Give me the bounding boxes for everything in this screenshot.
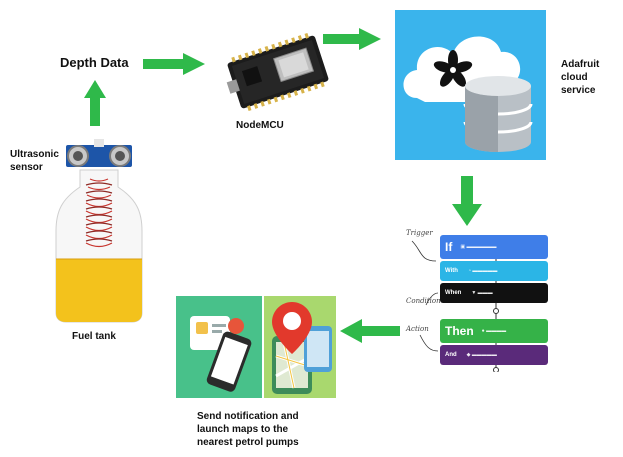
applet-when-row: When ▼ ▬▬▬ bbox=[440, 283, 548, 303]
adafruit-label-line2: cloud service bbox=[561, 72, 596, 96]
adafruit-label: Adafruit cloud service bbox=[561, 58, 623, 97]
hand-note-trigger: Trigger bbox=[406, 229, 433, 237]
nodemcu-label: NodeMCU bbox=[236, 120, 284, 131]
notification-label-line2: launch maps to the bbox=[197, 424, 289, 435]
arrow-to-cloud bbox=[323, 28, 381, 50]
notification-label: Send notification and launch maps to the… bbox=[197, 410, 299, 449]
applet-panel: Trigger Condition Action If ▣ ▬▬▬▬▬▬ Wit… bbox=[400, 227, 550, 372]
and-label: And bbox=[445, 352, 457, 358]
notification-label-line3: nearest petrol pumps bbox=[197, 437, 299, 448]
arrow-left-to-notification bbox=[340, 319, 400, 343]
fuel-tank-illustration bbox=[55, 139, 143, 323]
arrow-down-to-applet bbox=[452, 176, 482, 226]
arrow-up-to-depth bbox=[84, 80, 106, 126]
when-label: When bbox=[445, 290, 462, 296]
fuel-tank-label: Fuel tank bbox=[72, 331, 116, 342]
with-row-icon: ◔ ▬▬▬▬▬ bbox=[467, 268, 498, 274]
hand-note-condition: Condition bbox=[406, 297, 441, 305]
applet-then-row: Then ● ▬▬▬▬ bbox=[440, 319, 548, 343]
applet-if-row: If ▣ ▬▬▬▬▬▬ bbox=[440, 235, 548, 259]
then-row-icon: ● ▬▬▬▬ bbox=[481, 328, 507, 334]
notification-label-line1: Send notification and bbox=[197, 411, 299, 422]
hand-note-action: Action bbox=[406, 325, 429, 333]
if-label: If bbox=[445, 240, 453, 254]
applet-and-row: And ◆ ▬▬▬▬▬ bbox=[440, 345, 548, 365]
when-row-icon: ▼ ▬▬▬ bbox=[471, 290, 493, 296]
adafruit-star-icon bbox=[433, 50, 473, 87]
adafruit-cloud-panel bbox=[395, 10, 546, 160]
ultrasonic-label-line2: sensor bbox=[10, 162, 43, 173]
nodemcu-board-icon bbox=[226, 33, 329, 111]
database-icon bbox=[463, 76, 533, 152]
map-pin-icon bbox=[272, 302, 312, 354]
smartphone-notification-icon bbox=[190, 316, 252, 392]
arrow-to-nodemcu bbox=[143, 53, 205, 75]
ultrasonic-label-line1: Ultrasonic bbox=[10, 149, 59, 160]
map-phone-icon bbox=[272, 326, 332, 394]
ultrasonic-label: Ultrasonic sensor bbox=[10, 148, 59, 174]
applet-with-row: With ◔ ▬▬▬▬▬ bbox=[440, 261, 548, 281]
then-label: Then bbox=[445, 324, 474, 338]
depth-data-label: Depth Data bbox=[60, 55, 129, 70]
maps-panel bbox=[264, 296, 336, 398]
adafruit-label-line1: Adafruit bbox=[561, 59, 600, 70]
notification-panel bbox=[176, 296, 262, 398]
and-row-icon: ◆ ▬▬▬▬▬ bbox=[466, 352, 497, 358]
if-row-icon: ▣ ▬▬▬▬▬▬ bbox=[460, 244, 497, 250]
with-label: With bbox=[445, 268, 458, 274]
